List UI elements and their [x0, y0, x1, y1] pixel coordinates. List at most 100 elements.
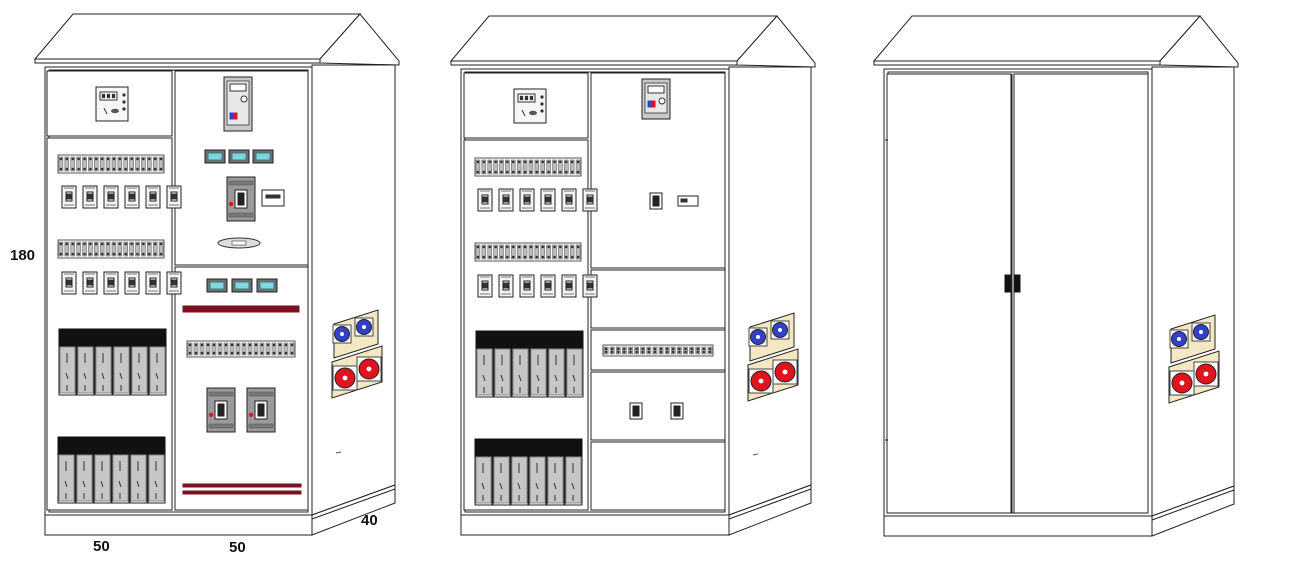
busbar [182, 483, 302, 488]
relay [206, 278, 228, 293]
roof-eave [873, 60, 1161, 66]
fuse-module [564, 438, 583, 506]
fuse-module [147, 436, 166, 504]
breaker [145, 271, 161, 295]
plinth-side-edge [728, 488, 812, 520]
breaker [519, 188, 535, 212]
right-door [1013, 73, 1149, 514]
fuse-module [129, 436, 148, 504]
width-right-dimension-label: 50 [229, 539, 246, 556]
door-handle-left [1004, 274, 1011, 293]
relay [256, 278, 278, 293]
plinth [460, 514, 730, 536]
socket-panel [747, 312, 799, 402]
plinth-side-edge [311, 488, 396, 520]
breaker [124, 185, 140, 209]
roof-gable [1159, 15, 1239, 68]
height-dimension-label: 180 [10, 247, 35, 264]
breaker [103, 271, 119, 295]
breaker [124, 271, 140, 295]
controller-display [513, 88, 547, 124]
fuse-module [474, 438, 493, 506]
fuse-module [148, 328, 167, 396]
socket-panel [1168, 314, 1220, 404]
fuse-module [547, 330, 566, 398]
plinth [883, 515, 1153, 537]
relay [252, 149, 274, 164]
busbar [182, 490, 302, 495]
roof-gable [319, 13, 400, 66]
plinth [44, 514, 313, 536]
fuse-module [511, 330, 530, 398]
depth-dimension-label: 40 [361, 512, 378, 529]
fuse-module [475, 330, 494, 398]
relay [231, 278, 253, 293]
fuse-module [93, 436, 112, 504]
small-device [677, 195, 699, 207]
breaker [166, 271, 182, 295]
terminal-strip-top [57, 154, 165, 174]
width-left-dimension-label: 50 [93, 538, 110, 555]
fuse-module [493, 330, 512, 398]
breaker [166, 185, 182, 209]
fuse-module [529, 330, 548, 398]
fuse-module [57, 436, 76, 504]
relay [228, 149, 250, 164]
terminal-strip-lower [186, 340, 296, 358]
left-door [886, 73, 1012, 514]
main-breaker-compartment [174, 266, 309, 511]
breaker [540, 274, 556, 298]
roof-slope [33, 13, 362, 60]
breaker [519, 274, 535, 298]
switch-compartment [590, 371, 726, 441]
side-panel [311, 64, 396, 516]
plinth-side [311, 484, 396, 536]
breaker [103, 185, 119, 209]
busbar [182, 305, 300, 313]
roof-eave [450, 60, 738, 66]
mccb [246, 387, 276, 433]
side-panel [1151, 66, 1235, 517]
roof-slope [449, 15, 779, 62]
closed-cabinet [872, 15, 1239, 537]
breaker [582, 188, 598, 212]
breaker [561, 274, 577, 298]
breaker [61, 185, 77, 209]
breaker [477, 274, 493, 298]
energy-meter [641, 78, 671, 120]
fuse-module [510, 438, 529, 506]
fuse-module [58, 328, 77, 396]
roof-eave [34, 58, 321, 64]
fuse-module [75, 436, 94, 504]
energy-meter [223, 76, 253, 132]
open-cabinet-detailed [33, 13, 400, 536]
breaker [477, 188, 493, 212]
fuse-module [528, 438, 547, 506]
door-handle-right [1014, 274, 1021, 293]
fuse-module [112, 328, 131, 396]
side-latch [752, 453, 759, 456]
plinth-side [728, 484, 812, 536]
blank-compartment [590, 269, 726, 329]
mccb [206, 387, 236, 433]
fuse-module [130, 328, 149, 396]
relay [204, 149, 226, 164]
breaker [561, 188, 577, 212]
breaker [61, 271, 77, 295]
terminal-strip-middle [474, 242, 582, 262]
terminal-strip-top [474, 157, 582, 177]
open-cabinet-plain [449, 15, 816, 536]
socket-panel [331, 309, 383, 399]
breaker [582, 274, 598, 298]
side-latch [335, 451, 342, 454]
fuse-module [546, 438, 565, 506]
terminal-strip-lower [602, 344, 714, 357]
breaker [540, 188, 556, 212]
fuse-module [565, 330, 584, 398]
breaker [82, 185, 98, 209]
breaker [498, 274, 514, 298]
plinth-side [1151, 485, 1235, 537]
fuse-module [111, 436, 130, 504]
plinth-side-edge [1151, 489, 1235, 521]
